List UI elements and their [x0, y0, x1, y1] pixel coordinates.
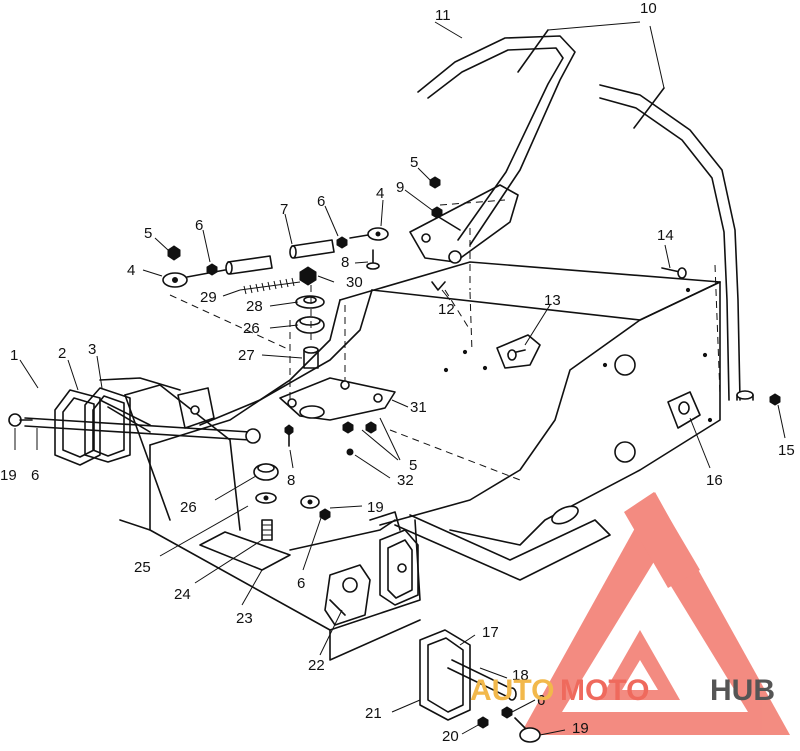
left-mount-plates	[54, 387, 131, 466]
callout-10: 10	[640, 0, 657, 17]
callout-4-left: 4	[127, 262, 135, 279]
callout-5-top: 5	[410, 154, 418, 171]
callout-5-left: 5	[144, 225, 152, 242]
callout-11: 11	[435, 7, 451, 24]
tie-rod-end-center	[289, 495, 401, 551]
callout-17: 17	[482, 624, 499, 641]
callout-31: 31	[410, 399, 427, 416]
callout-29: 29	[200, 289, 217, 306]
callout-13: 13	[544, 292, 561, 309]
lower-mount-stack	[199, 463, 291, 571]
callout-14: 14	[657, 227, 674, 244]
callout-23: 23	[236, 610, 253, 627]
callout-22: 22	[308, 657, 325, 674]
watermark-hub: HUB	[710, 674, 775, 707]
watermark-moto: MOTO	[560, 674, 649, 707]
rod-end-assembly	[162, 227, 389, 295]
callout-5-plate: 5	[409, 457, 417, 474]
callout-18: 18	[512, 667, 529, 684]
steering-bracket	[409, 184, 519, 290]
callout-9: 9	[396, 179, 404, 196]
callout-3: 3	[88, 341, 96, 358]
callout-8-lower: 8	[287, 472, 295, 489]
callout-27: 27	[238, 347, 255, 364]
leader-lines	[14, 21, 786, 736]
callout-21: 21	[365, 705, 382, 722]
callout-19-left: 19	[0, 467, 17, 484]
callout-4-upper: 4	[376, 185, 384, 202]
callout-12: 12	[438, 301, 455, 318]
callout-6-left: 6	[195, 217, 203, 234]
callout-26-lower: 26	[180, 499, 197, 516]
callout-19-spindle: 19	[572, 720, 589, 737]
watermark-auto: AUTO	[470, 674, 554, 707]
right-hardware	[429, 176, 781, 429]
callout-19-center: 19	[367, 499, 384, 516]
callout-15: 15	[778, 442, 795, 459]
plate-fasteners	[284, 421, 377, 456]
watermark-text: AUTO MOTO HUB	[470, 674, 775, 707]
callout-6-spindle: 6	[537, 692, 545, 709]
callout-1: 1	[10, 347, 18, 364]
callout-25: 25	[134, 559, 151, 576]
callout-2: 2	[58, 345, 66, 362]
handlebar-tubes	[417, 21, 754, 401]
watermark-logo-icon	[520, 492, 790, 735]
callout-20: 20	[442, 728, 459, 745]
frame-chassis	[99, 261, 721, 661]
callout-6-center: 6	[297, 575, 305, 592]
callout-24: 24	[174, 586, 191, 603]
callout-6-upper: 6	[317, 193, 325, 210]
callout-6-tierod: 6	[31, 467, 39, 484]
callout-30: 30	[346, 274, 363, 291]
spindle-assembly	[324, 529, 541, 743]
callout-7: 7	[280, 201, 288, 218]
tie-rod-end-left	[8, 413, 33, 427]
steering-post-stack	[295, 266, 325, 369]
pitman-arm-plate	[279, 377, 396, 421]
callout-28: 28	[246, 298, 263, 315]
callout-32: 32	[397, 472, 414, 489]
callout-26-upper: 26	[243, 320, 260, 337]
callout-8-upper: 8	[341, 254, 349, 271]
callout-16: 16	[706, 472, 723, 489]
